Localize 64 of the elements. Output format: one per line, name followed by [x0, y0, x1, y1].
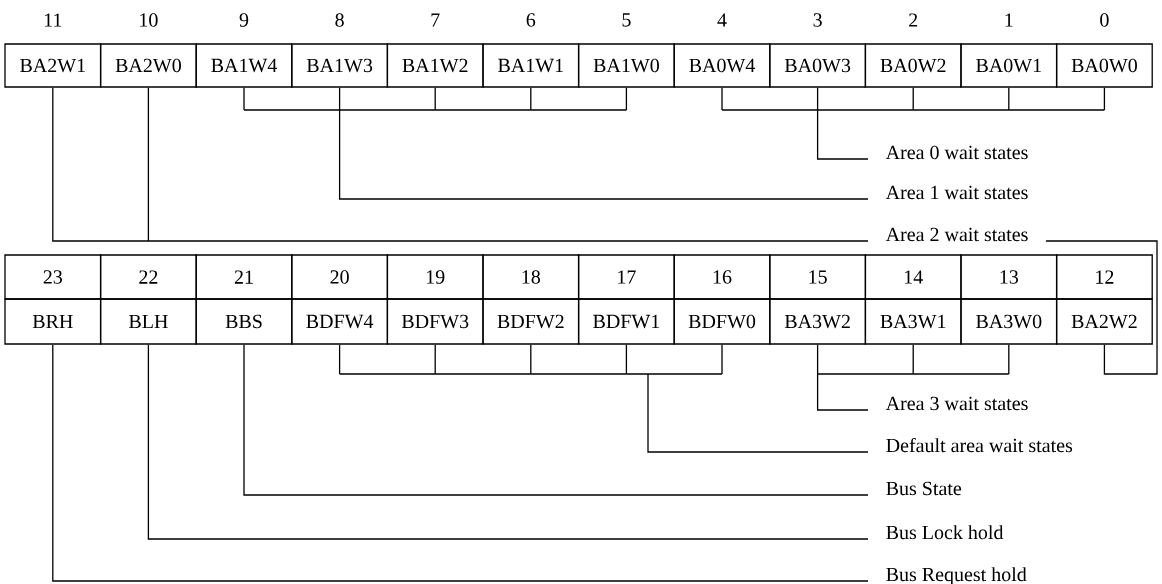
register-cell: BA0W2 [864, 43, 962, 88]
field-description: Area 3 wait states [885, 396, 1028, 411]
leader-line [52, 87, 869, 242]
field-description: Area 1 wait states [885, 185, 1028, 200]
bit-number: 6 [526, 13, 536, 27]
field-description: Bus State [886, 481, 962, 496]
register-cell: BA3W1 [864, 298, 962, 345]
register-cell: BA3W0 [960, 298, 1058, 345]
bit-number-cell: 13 [960, 254, 1058, 300]
field-description: Area 0 wait states [885, 145, 1028, 160]
register-cell: BDFW1 [577, 298, 675, 345]
bit-number: 8 [335, 13, 344, 27]
register-cell: BA2W2 [1055, 298, 1153, 345]
bit-number-cell: 22 [99, 254, 197, 300]
bit-number: 1 [1005, 13, 1013, 27]
leader-line [816, 344, 1010, 411]
register-cell: BA0W3 [769, 43, 867, 88]
bit-number: 11 [44, 13, 62, 27]
bit-number-cell: 16 [673, 254, 771, 300]
bit-number: 0 [1100, 13, 1109, 27]
leader-line [147, 344, 869, 540]
bit-number: 10 [140, 13, 158, 27]
register-cell: BA2W1 [4, 43, 102, 88]
register-cell: BDFW3 [386, 298, 484, 345]
leader-line [243, 344, 869, 496]
register-cell: BA1W1 [482, 43, 580, 88]
bit-number-cell: 18 [482, 254, 580, 300]
bit-number-cell: 17 [577, 254, 675, 300]
bit-number: 3 [813, 13, 822, 27]
register-cell: BA1W2 [386, 43, 484, 88]
register-cell: BDFW4 [291, 298, 389, 345]
leader-line [243, 87, 869, 200]
field-description: Default area wait states [886, 437, 1073, 453]
leader-line [52, 344, 869, 582]
bit-number: 4 [717, 13, 727, 27]
register-cell: BA1W4 [195, 43, 293, 88]
bit-number: 9 [239, 13, 249, 27]
field-description: Area 2 wait states [885, 227, 1028, 242]
register-cell: BBS [195, 298, 293, 345]
field-description: Bus Lock hold [886, 525, 1004, 540]
register-cell: BA2W0 [99, 43, 197, 88]
bit-number-cell: 20 [291, 254, 389, 300]
register-cell: BRH [4, 298, 102, 345]
register-cell: BA1W0 [577, 43, 675, 88]
register-cell: BA3W2 [769, 298, 867, 345]
register-cell: BA0W4 [673, 43, 771, 88]
bit-number: 5 [622, 13, 631, 27]
leader-line [338, 344, 869, 453]
bit-number-cell: 12 [1055, 254, 1153, 300]
register-cell: BLH [99, 298, 197, 345]
register-cell: BA0W1 [960, 43, 1058, 88]
bit-number-cell: 14 [864, 254, 962, 300]
bit-number-cell: 19 [386, 254, 484, 300]
bit-number: 7 [431, 13, 440, 27]
register-cell: BA0W0 [1055, 43, 1153, 88]
register-cell: BDFW2 [482, 298, 580, 345]
bit-number-cell: 21 [195, 254, 293, 300]
bit-number-cell: 15 [769, 254, 867, 300]
bit-number: 2 [909, 13, 918, 27]
register-cell: BDFW0 [673, 298, 771, 345]
bit-number-cell: 23 [4, 254, 102, 300]
register-cell: BA1W3 [291, 43, 389, 88]
leader-line [1045, 240, 1158, 375]
leader-line [721, 87, 1106, 160]
